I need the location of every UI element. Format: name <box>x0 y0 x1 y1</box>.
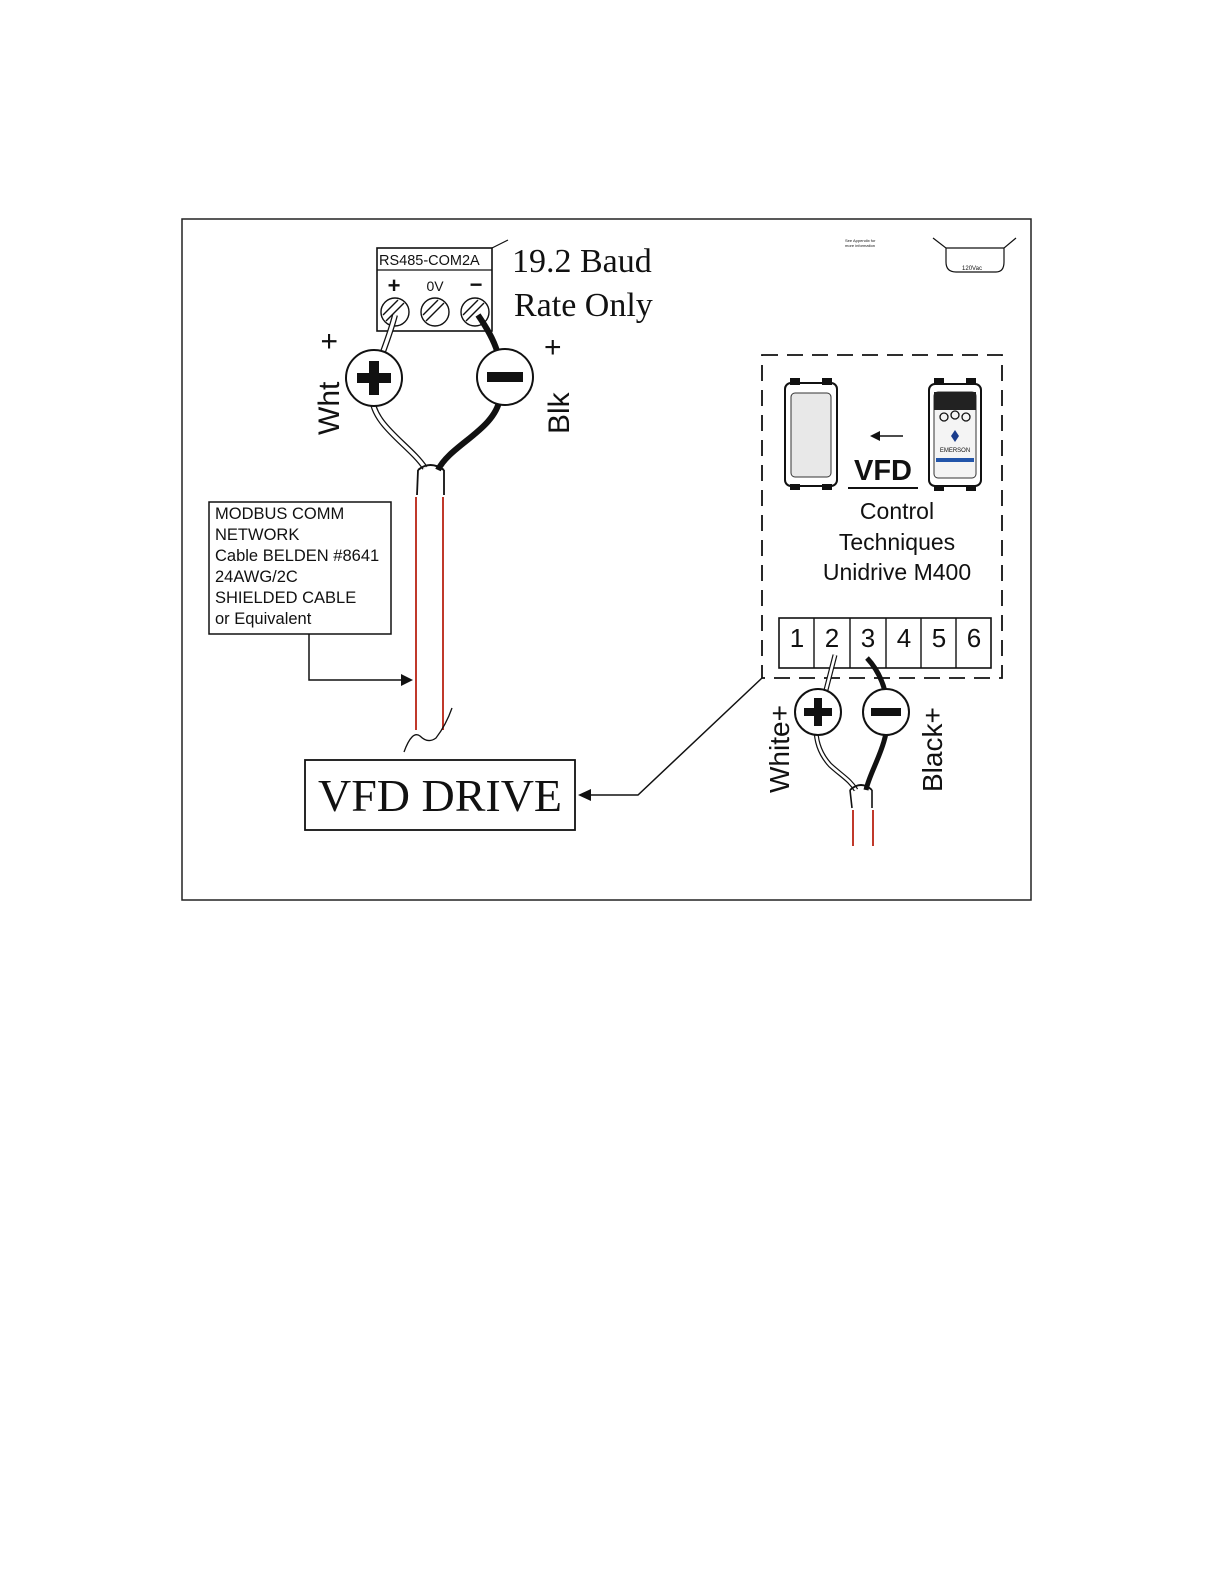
unidrive-device-icon: EMERSON <box>929 378 981 491</box>
terminal-block-label: RS485-COM2A <box>379 253 480 269</box>
terminal-minus-label: − <box>470 272 483 297</box>
top-left-wire-label: Wht <box>313 381 346 435</box>
vfd-drive-label: VFD DRIVE <box>318 770 562 821</box>
bottom-left-wire-label: White+ <box>764 705 795 793</box>
corner-fragment-label: 120Vac <box>962 266 982 272</box>
device-brand-label: EMERSON <box>940 448 970 454</box>
minus-badge-icon <box>863 689 909 735</box>
panel-to-drive-arrow <box>590 678 762 795</box>
vfd-terminal-number: 3 <box>861 623 875 653</box>
pink-note-line: more information <box>845 243 875 248</box>
cable-note: MODBUS COMM NETWORK Cable BELDEN #8641 2… <box>209 502 391 634</box>
top-left-wire-sign: + <box>313 332 346 350</box>
vfd-terminal-number: 1 <box>790 623 804 653</box>
vfd-cable <box>850 785 873 846</box>
baud-note-line1: 19.2 Baud <box>512 243 652 280</box>
vfd-terminal-number: 4 <box>897 623 911 653</box>
cable-note-line: MODBUS COMM <box>215 505 344 523</box>
vfd-model-line: Techniques <box>839 529 955 555</box>
cable-note-line: SHIELDED CABLE <box>215 589 356 607</box>
vfd-terminal-number: 5 <box>932 623 946 653</box>
vfd-model-line: Control <box>860 498 934 524</box>
cable-note-line: NETWORK <box>215 526 299 544</box>
terminal-0v-label: 0V <box>426 278 444 294</box>
top-right-wire-label: Blk <box>543 391 576 434</box>
bottom-right-wire-label: Black+ <box>917 707 948 792</box>
terminal-plus-label: + <box>388 273 401 298</box>
cable-note-line: 24AWG/2C <box>215 568 298 586</box>
cable-note-line: or Equivalent <box>215 610 312 628</box>
cable-note-line: Cable BELDEN #8641 <box>215 547 379 565</box>
plus-badge-icon <box>795 689 841 735</box>
vfd-drive-box: VFD DRIVE <box>305 760 575 830</box>
baud-note-line2: Rate Only <box>514 287 653 324</box>
vfd-terminal-strip: 1 2 3 4 5 6 <box>779 618 991 668</box>
vfd-terminal-number: 2 <box>825 623 839 653</box>
arrow-head-icon <box>870 431 880 441</box>
modbus-cable <box>404 465 452 752</box>
arrow-head-icon <box>578 789 591 801</box>
vfd-model-line: Unidrive M400 <box>823 559 971 585</box>
plus-badge-icon <box>346 350 402 406</box>
drive-cover-icon <box>785 378 837 490</box>
vfd-terminal-number: 6 <box>967 623 981 653</box>
arrow-head-icon <box>401 674 413 686</box>
minus-badge-icon <box>477 349 533 405</box>
note-arrow <box>309 634 402 680</box>
top-right-wire-sign: + <box>544 331 562 364</box>
vfd-badge: VFD <box>854 455 912 487</box>
